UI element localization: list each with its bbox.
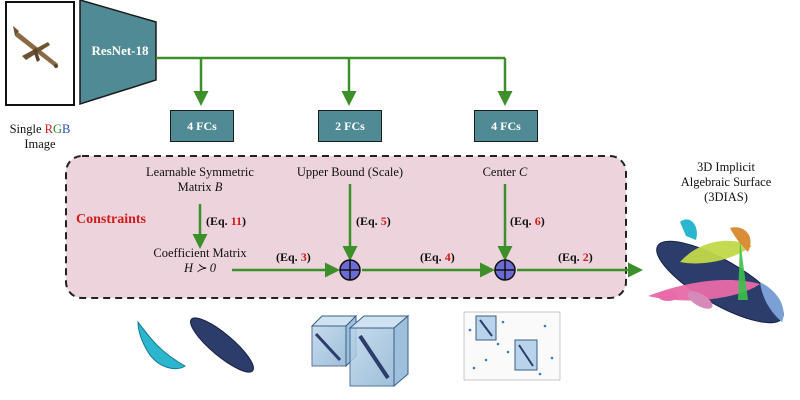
coefficient-matrix-line1: Coefficient Matrix — [153, 246, 247, 260]
input-caption-line2: Image — [24, 137, 56, 151]
output-label: 3D Implicit Algebraic Surface (3DIAS) — [662, 160, 790, 205]
eq-3-prefix: (Eq. — [276, 250, 301, 264]
eq-5-suffix: ) — [386, 214, 391, 228]
sum-node-center — [494, 259, 516, 281]
center-var: C — [519, 165, 528, 179]
center-label: Center C — [470, 165, 540, 180]
coefficient-matrix-line2: H ≻ 0 — [183, 261, 216, 275]
resnet-block — [79, 0, 157, 106]
fc-head-center: 4 FCs — [474, 110, 538, 142]
fc-head-matrix: 4 FCs — [170, 110, 234, 142]
airplane-photo — [13, 26, 58, 68]
fc-head-scale: 2 FCs — [318, 110, 382, 142]
center-text: Center — [482, 165, 520, 179]
eq-11-prefix: (Eq. — [206, 214, 231, 228]
eq-2-prefix: (Eq. — [558, 250, 583, 264]
output-line1: 3D Implicit — [697, 160, 755, 174]
input-caption-r: R — [44, 122, 54, 136]
symmetric-matrix-var: B — [214, 180, 223, 194]
eq-5-prefix: (Eq. — [356, 214, 381, 228]
output-line2: Algebraic Surface — [680, 175, 772, 189]
eq-4-suffix: ) — [450, 250, 455, 264]
eq-11-num: 11 — [230, 214, 243, 228]
input-caption-prefix: Single — [9, 122, 45, 136]
eq-6-num: 6 — [534, 214, 541, 228]
eq-2-label: (Eq. 2) — [558, 250, 593, 265]
eq-4-num: 4 — [444, 250, 451, 264]
symmetric-matrix-line2: Matrix — [177, 180, 215, 194]
eq-2-suffix: ) — [588, 250, 593, 264]
eq-6-prefix: (Eq. — [510, 214, 535, 228]
eq-5-label: (Eq. 5) — [356, 214, 391, 229]
input-caption: Single RGB Image — [2, 122, 78, 152]
eq-3-label: (Eq. 3) — [276, 250, 311, 265]
eq-3-num: 3 — [300, 250, 307, 264]
eq-11-label: (Eq. 11) — [206, 214, 246, 229]
feature-branches — [156, 56, 643, 278]
eq-11-suffix: ) — [242, 214, 247, 228]
eq-5-num: 5 — [380, 214, 387, 228]
eq-2-num: 2 — [582, 250, 589, 264]
input-caption-g: G — [53, 122, 63, 136]
input-caption-b: B — [62, 122, 71, 136]
symmetric-matrix-label: Learnable Symmetric Matrix B — [130, 165, 270, 195]
eq-6-suffix: ) — [540, 214, 545, 228]
eq-6-label: (Eq. 6) — [510, 214, 545, 229]
eq-3-suffix: ) — [306, 250, 311, 264]
eq-4-label: (Eq. 4) — [420, 250, 455, 265]
output-line3: (3DIAS) — [704, 190, 748, 204]
coefficient-matrix-label: Coefficient Matrix H ≻ 0 — [140, 246, 260, 276]
bounding-box-illustration — [310, 314, 410, 388]
upper-bound-label: Upper Bound (Scale) — [296, 165, 404, 179]
symmetric-matrix-line1: Learnable Symmetric — [146, 165, 254, 179]
output-airplane-3d — [648, 219, 784, 324]
primitive-shapes — [137, 317, 254, 373]
resnet-label: ResNet-18 — [91, 43, 149, 58]
center-scatter-illustration — [463, 311, 561, 381]
constraints-label: Constraints — [76, 212, 147, 227]
eq-4-prefix: (Eq. — [420, 250, 445, 264]
sum-node-scale — [339, 259, 361, 281]
